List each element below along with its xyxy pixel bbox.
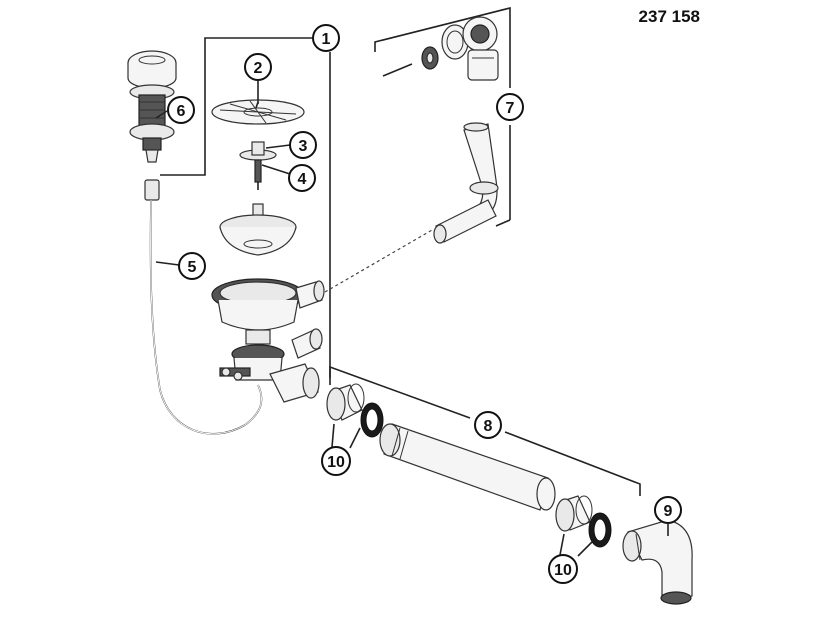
remote-control-knob [127, 50, 177, 163]
overflow-connection-line [324, 229, 433, 293]
callout-10-lower-label: 10 [554, 562, 572, 579]
part-number: 237 158 [639, 7, 700, 26]
seal-ring-lower [588, 512, 612, 548]
callout-4: 4 [288, 164, 316, 192]
bracket-1 [160, 37, 331, 385]
callout-3: 3 [289, 131, 317, 159]
bracket-8 [329, 365, 641, 496]
callout-1: 1 [312, 24, 340, 52]
callout-6: 6 [167, 96, 195, 124]
leader-lines [155, 81, 669, 557]
callout-7-label: 7 [506, 100, 515, 117]
callout-2: 2 [244, 53, 272, 81]
overflow-head [462, 16, 499, 81]
bowden-cable [144, 179, 263, 435]
callout-1-label: 1 [322, 31, 331, 48]
overflow-washer [421, 46, 439, 70]
callout-8: 8 [474, 411, 502, 439]
strainer-basket [219, 203, 297, 256]
union-nut-upper [326, 383, 365, 421]
callout-10-upper: 10 [321, 446, 351, 476]
overflow-gasket [441, 24, 469, 60]
union-nut-lower [555, 495, 593, 532]
callout-9-label: 9 [664, 503, 673, 520]
overflow-pipe [433, 122, 499, 244]
callout-4-label: 4 [298, 171, 307, 188]
connector-plug [291, 328, 323, 359]
callout-10-upper-label: 10 [327, 454, 345, 471]
seal-ring-upper [360, 402, 384, 438]
spindle-assembly [239, 141, 277, 190]
bracket-7 [374, 6, 511, 227]
callout-7: 7 [496, 93, 524, 121]
connection-pipe [379, 423, 556, 511]
valve-body [219, 344, 320, 403]
callout-6-label: 6 [177, 103, 186, 120]
callout-5-label: 5 [188, 259, 197, 276]
callout-3-label: 3 [299, 138, 308, 155]
overflow-screw [382, 63, 413, 77]
callout-10-lower: 10 [548, 554, 578, 584]
callout-2-label: 2 [254, 60, 263, 77]
callout-5: 5 [178, 252, 206, 280]
sink-outlet-body [211, 278, 325, 345]
elbow-bend [622, 519, 693, 605]
callout-8-label: 8 [484, 418, 493, 435]
callout-9: 9 [654, 496, 682, 524]
